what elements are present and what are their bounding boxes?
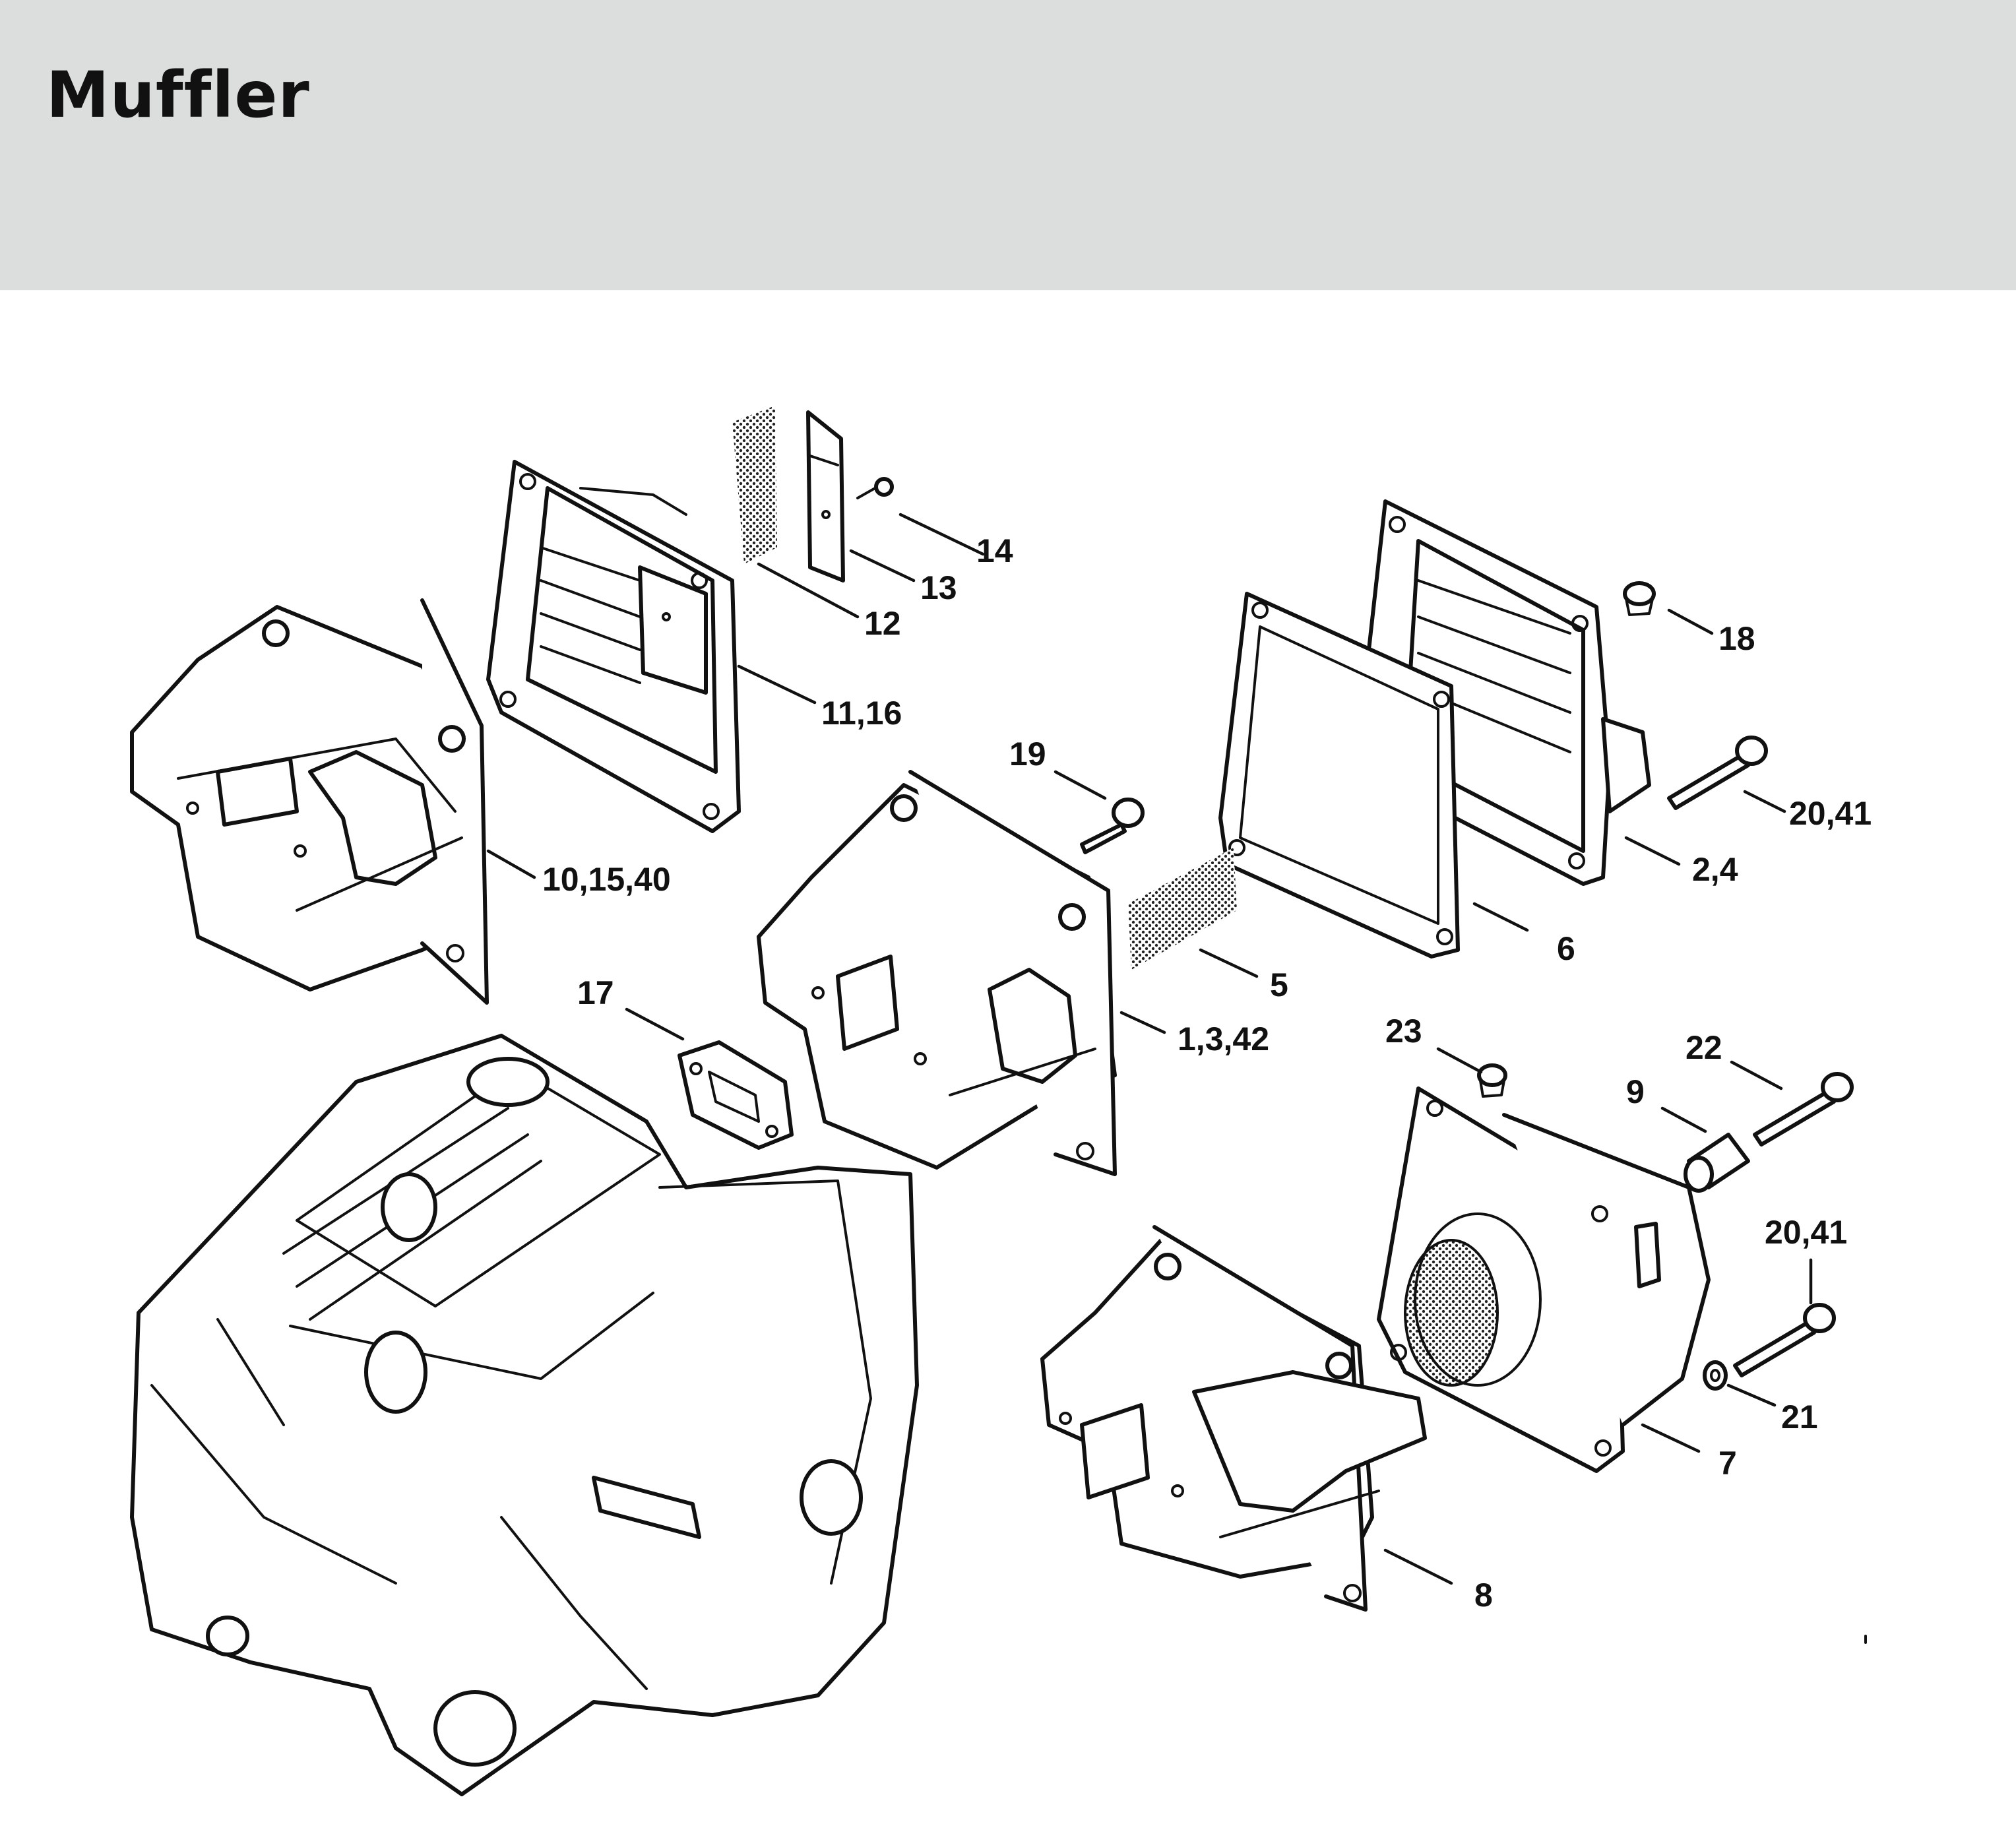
page-title: Muffler xyxy=(46,58,310,132)
callout-2-4: 2,4 xyxy=(1692,851,1738,888)
callout-21: 21 xyxy=(1781,1399,1818,1435)
callout-labels: 14 13 12 11,16 10,15,40 18 19 20,41 2,4 … xyxy=(542,532,1872,1614)
engine-crankcase xyxy=(130,1034,919,1796)
callout-7: 7 xyxy=(1718,1445,1737,1482)
muffler-housing-part-10 xyxy=(130,598,489,1005)
callout-5: 5 xyxy=(1270,966,1288,1003)
leader-lines xyxy=(486,513,1813,1585)
nut-part-18 xyxy=(1623,581,1656,616)
spark-screen-part-12 xyxy=(732,406,777,564)
nut-part-23 xyxy=(1477,1063,1507,1098)
callout-20-41-bottom: 20,41 xyxy=(1765,1214,1847,1251)
callout-17: 17 xyxy=(577,974,614,1011)
washer-part-21 xyxy=(1703,1360,1728,1391)
screw-part-19 xyxy=(1080,798,1145,854)
gasket-part-6 xyxy=(1218,592,1460,959)
muffler-housing-part-8 xyxy=(1040,1225,1427,1612)
callout-11-16: 11,16 xyxy=(821,695,902,732)
callout-20-41-top: 20,41 xyxy=(1789,795,1872,832)
bolt-part-20-top xyxy=(1667,736,1768,810)
callout-23: 23 xyxy=(1385,1013,1422,1050)
callout-19: 19 xyxy=(1009,736,1046,772)
baffle-plate-part-13 xyxy=(806,410,845,582)
callout-14: 14 xyxy=(976,532,1013,569)
callout-22: 22 xyxy=(1685,1029,1722,1066)
header-band: Muffler xyxy=(0,0,2016,290)
bolt-part-20-bottom xyxy=(1733,1303,1836,1377)
exhaust-gasket-part-17 xyxy=(677,1040,794,1150)
callout-8: 8 xyxy=(1474,1577,1493,1614)
exploded-parts-diagram: 14 13 12 11,16 10,15,40 18 19 20,41 2,4 … xyxy=(0,290,2016,1821)
callout-1-3-42: 1,3,42 xyxy=(1178,1021,1269,1057)
callout-9: 9 xyxy=(1626,1073,1645,1110)
callout-13: 13 xyxy=(920,569,957,606)
screw-part-14 xyxy=(856,477,894,499)
shell-part-7 xyxy=(1377,1086,1711,1473)
bolt-part-22 xyxy=(1753,1072,1854,1147)
muffler-shell-part-11 xyxy=(486,460,741,833)
muffler-housing-part-1 xyxy=(757,770,1117,1176)
callout-10-15-40: 10,15,40 xyxy=(542,861,671,898)
screen-part-5 xyxy=(1128,848,1237,970)
spacer-part-9 xyxy=(1684,1133,1750,1193)
callout-18: 18 xyxy=(1718,620,1755,657)
callout-12: 12 xyxy=(864,605,901,642)
callout-6: 6 xyxy=(1557,930,1575,967)
